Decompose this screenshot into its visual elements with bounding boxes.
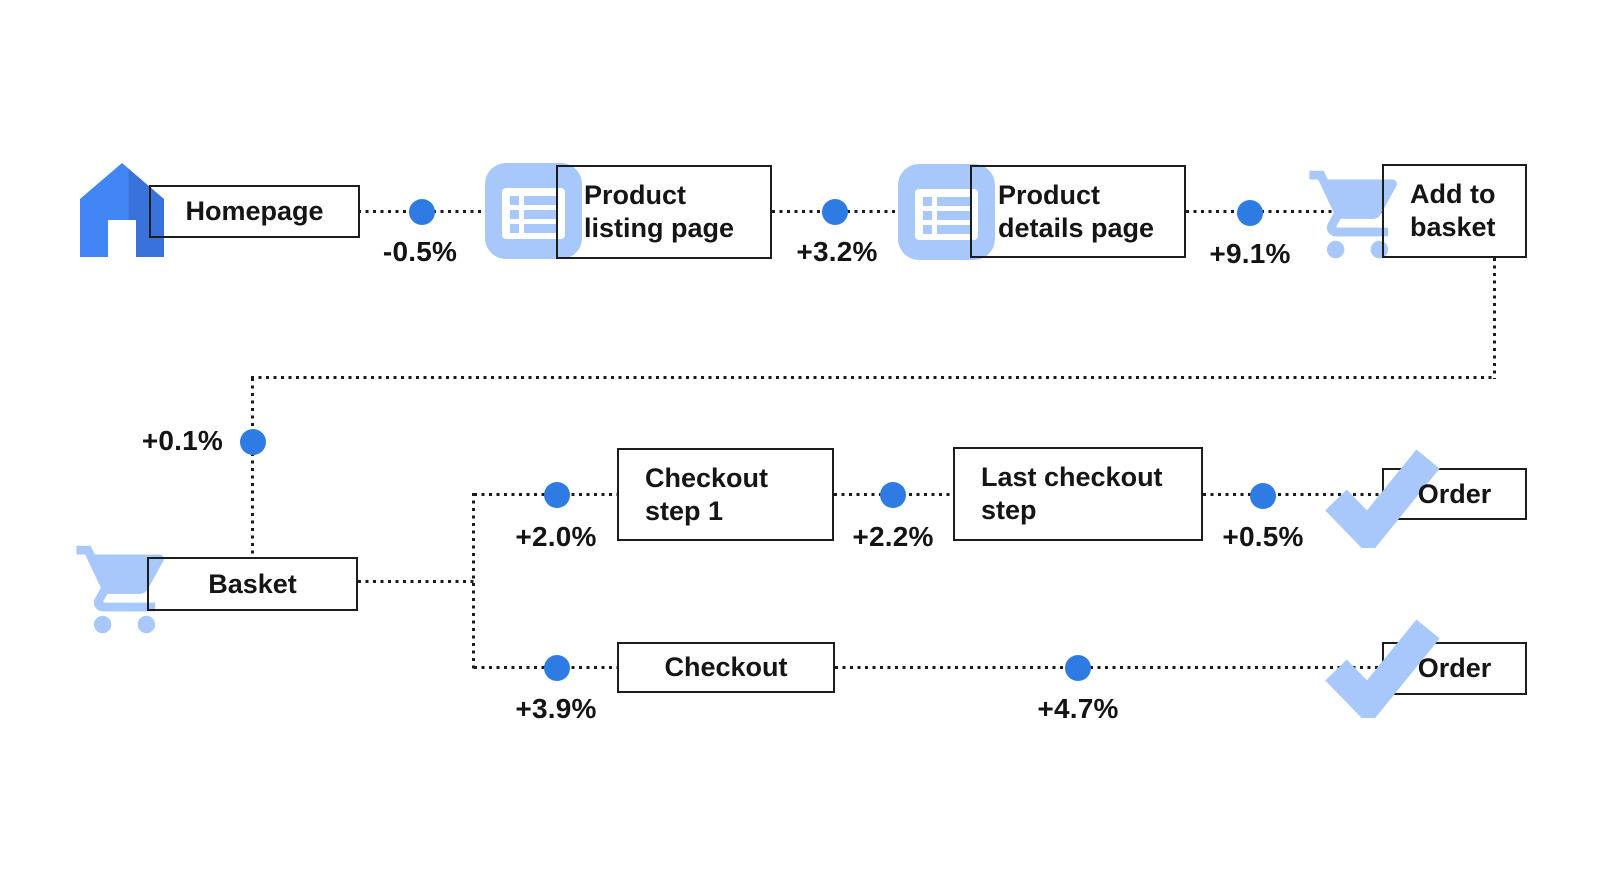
node-label: Checkout [645,462,769,493]
delta-label: -0.5% [382,236,458,267]
node-label: Order [1417,478,1492,509]
node-checkout: Checkout [617,642,835,693]
transition-dot-last-order [1250,483,1276,509]
node-product-listing-page: Product listing page [556,165,772,259]
transition-dot-add-basket [240,429,266,455]
connector-pdp-addtobasket [1186,210,1382,213]
connector-plp-pdp [772,210,970,213]
node-label: Homepage [185,196,324,226]
node-basket: Basket [147,557,358,611]
node-product-details-page: Product details page [970,165,1186,258]
node-label: step 1 [645,495,724,526]
connector-basket-right [358,580,476,583]
transition-dot-basket-c1 [544,482,570,508]
delta-label: +4.7% [1037,693,1119,724]
connector-addtobasket-down [1493,258,1496,379]
transition-dot-checkout-order [1065,655,1091,681]
node-last-checkout-step: Last checkout step [953,447,1203,541]
transition-dot-basket-checkout [544,655,570,681]
connector-down-to-basket [251,378,254,558]
node-label: details page [998,212,1155,243]
delta-label: +0.1% [141,425,223,456]
check-icon [1321,616,1441,726]
connector-return-long [251,376,1496,379]
delta-label: +3.9% [515,693,597,724]
home-icon [76,160,168,265]
node-label: Basket [208,568,297,599]
cart-icon [72,537,177,647]
transition-dot-pdp-add [1237,200,1263,226]
delta-label: +3.2% [796,236,878,267]
node-checkout-step-1: Checkout step 1 [617,448,834,541]
node-order-top: Order [1382,468,1527,520]
cart-icon [1305,162,1410,272]
transition-dot-plp-pdp [822,199,848,225]
node-label: Checkout [664,652,788,682]
node-homepage: Homepage [149,185,360,238]
node-label: basket [1410,212,1496,242]
transition-dot-homepage-plp [409,199,435,225]
connector-last-order [1203,493,1382,496]
delta-label: +2.2% [852,521,934,552]
transition-dot-c1-last [880,482,906,508]
connector-fork-vertical [472,493,475,669]
node-label: step [981,495,1037,525]
node-label: Order [1417,653,1492,683]
delta-label: +0.5% [1222,521,1304,552]
node-label: Add to [1410,179,1496,209]
node-label: Product [998,179,1101,210]
node-label: listing page [584,213,735,243]
connector-checkout-order [835,666,1382,669]
connector-homepage-plp [358,210,556,213]
node-label: Last checkout [981,462,1163,492]
node-add-to-basket: Add to basket [1382,164,1527,258]
delta-label: +2.0% [515,521,597,552]
node-label: Product [584,180,687,210]
delta-label: +9.1% [1209,238,1291,269]
check-icon [1321,446,1441,556]
